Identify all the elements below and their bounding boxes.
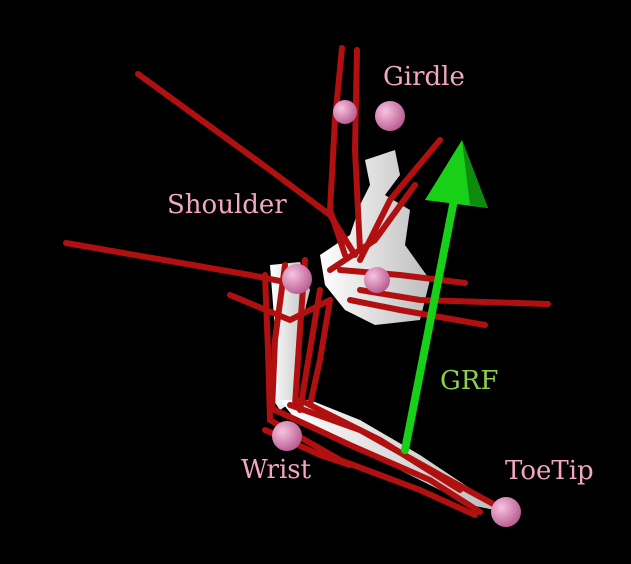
muscle-path [326,45,348,258]
muscle-path [267,417,478,518]
muscle-path [327,182,418,273]
muscle-path [357,287,551,307]
girdle-marker-2 [333,100,357,124]
markers [272,100,521,527]
shoulder-marker [282,264,312,294]
label-grf: GRF [440,366,499,396]
label-shoulder: Shoulder [167,190,287,220]
muscle-path [269,262,288,413]
muscle-path [297,397,463,493]
toetip-marker [491,497,521,527]
label-wrist: Wrist [241,455,312,485]
muscle-path [135,71,358,258]
muscle-path [262,272,273,423]
grf-arrow [401,140,488,454]
joint-marker [364,267,390,293]
muscle-path [307,297,333,408]
label-toetip: ToeTip [505,456,594,486]
girdle-marker [375,101,405,131]
muscle-path [347,297,488,328]
muscle-path [337,267,468,286]
muscle-path [297,287,323,413]
wrist-marker [272,421,302,451]
muscle-path [272,407,483,515]
muscle-path [351,47,363,253]
forearm-bone [280,400,495,510]
label-girdle: Girdle [383,62,465,92]
